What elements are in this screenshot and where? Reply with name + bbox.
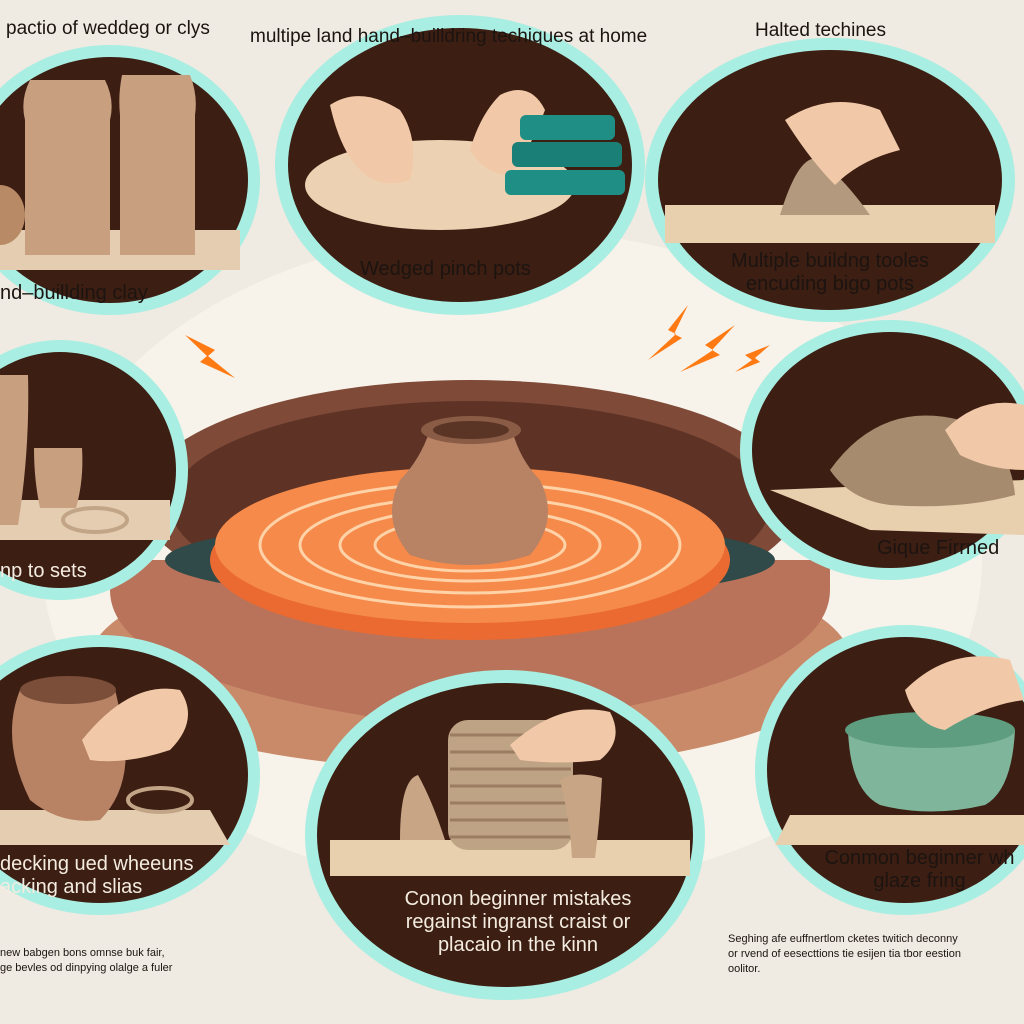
hand-right (470, 90, 545, 175)
caption-top-right: Halted techines (755, 20, 886, 41)
caption-top-left: pactio of weddeg or clys (6, 18, 210, 39)
arrows (185, 305, 770, 378)
arrow-left-icon (185, 335, 235, 378)
panel-bisque (740, 320, 1024, 580)
arrow-right-3-icon (735, 345, 770, 372)
slab-stack-3 (505, 170, 625, 195)
footnote-right-line1: Seghing afe euffnertlom cketes twitich d… (728, 933, 958, 945)
panel-shelf (0, 810, 230, 845)
footnote-right: Seghing afe euffnertlom cketes twitich d… (728, 932, 961, 977)
caption-coil-stack-line2: regainst ingranst craist or (405, 911, 631, 933)
caption-coil-stack-line3: placaio in the kinn (437, 934, 599, 956)
clay-bowl (0, 185, 25, 245)
panel-table (775, 815, 1024, 845)
clay-pot (12, 690, 126, 821)
hand-smooth (82, 688, 188, 762)
panel-pot-smoothing (0, 635, 260, 915)
clay-cylinder (560, 774, 602, 858)
footnote-left-line1: new babgen bons omnse buk fair, (0, 947, 165, 959)
panel-clay-forms (0, 45, 260, 315)
panel-glaze-bowl (755, 625, 1024, 915)
caption-top-center: multipe land hand–builldring techiques a… (250, 26, 648, 47)
caption-clay-forms: nd–buillding clay (0, 282, 148, 304)
footnote-left: new babgen bons omnse buk fair, ge bevle… (0, 946, 172, 976)
caption-coil-stack: Conon beginner mistakes regainst ingrans… (378, 888, 658, 957)
slab-stack-2 (512, 142, 622, 167)
caption-bisque: Gique Firrned (877, 537, 1000, 559)
caption-building-tools-line2: encuding bigo pots (746, 273, 914, 295)
coil-lines (450, 733, 571, 839)
clay-cup-tall (0, 375, 29, 525)
glaze-bowl-rim (845, 712, 1015, 748)
clay-pot-mouth (20, 676, 116, 704)
panel-shelf (0, 500, 170, 540)
clay-coil (126, 786, 194, 814)
hand-pinch (785, 102, 900, 185)
caption-pot-smoothing-line2: acking and slias (0, 876, 143, 898)
wheel-vase-opening (433, 421, 509, 439)
slab-stack-1 (520, 115, 615, 140)
clay-cup-small (34, 448, 83, 508)
panel-pinch-pots (275, 15, 645, 315)
caption-pot-smoothing: decking ued wheeuns acking and slias (0, 853, 193, 899)
caption-glaze-bowl-line1: Conmon beginner wh (824, 847, 1015, 869)
caption-rolled-slabs: np to sets (0, 560, 87, 582)
caption-glaze-bowl-line2: glaze fring (873, 870, 966, 892)
clay-cone (400, 775, 445, 840)
hand-dip (905, 656, 1024, 730)
footnote-left-line2: ge bevles od dinpying olalge a fuler (0, 961, 173, 974)
arrow-right-2-icon (680, 325, 735, 372)
caption-pinch-pots: Wedged pinch pots (360, 258, 531, 280)
pottery-wheel (90, 380, 850, 770)
caption-building-tools-line1: Multiple buildng tooles (731, 250, 929, 272)
clay-coil (61, 506, 129, 534)
glaze-bowl (848, 730, 1015, 812)
caption-building-tools: Multiple buildng tooles encuding bigo po… (700, 250, 960, 296)
panel-coil-stack (305, 670, 705, 1000)
clay-bottle-2 (119, 75, 196, 255)
arrow-right-icon (648, 305, 688, 360)
hand-press (945, 402, 1024, 470)
panel-building-tools (645, 38, 1015, 322)
hand-coil (510, 709, 616, 763)
footnote-right-line2: or rvend of eesecttions tie esijen tia t… (728, 947, 961, 960)
clay-mound (780, 158, 870, 215)
caption-coil-stack-line1: Conon beginner mistakes (404, 888, 632, 910)
hand-left (330, 96, 414, 184)
footnote-right-line3: oolitor. (728, 962, 761, 975)
caption-glaze-bowl: Conmon beginner wh glaze fring (815, 847, 1024, 893)
clay-bottle (23, 80, 112, 255)
panel-rolled-slabs (0, 340, 188, 600)
wheel-vase (392, 430, 548, 565)
caption-pot-smoothing-line1: decking ued wheeuns (0, 853, 194, 875)
